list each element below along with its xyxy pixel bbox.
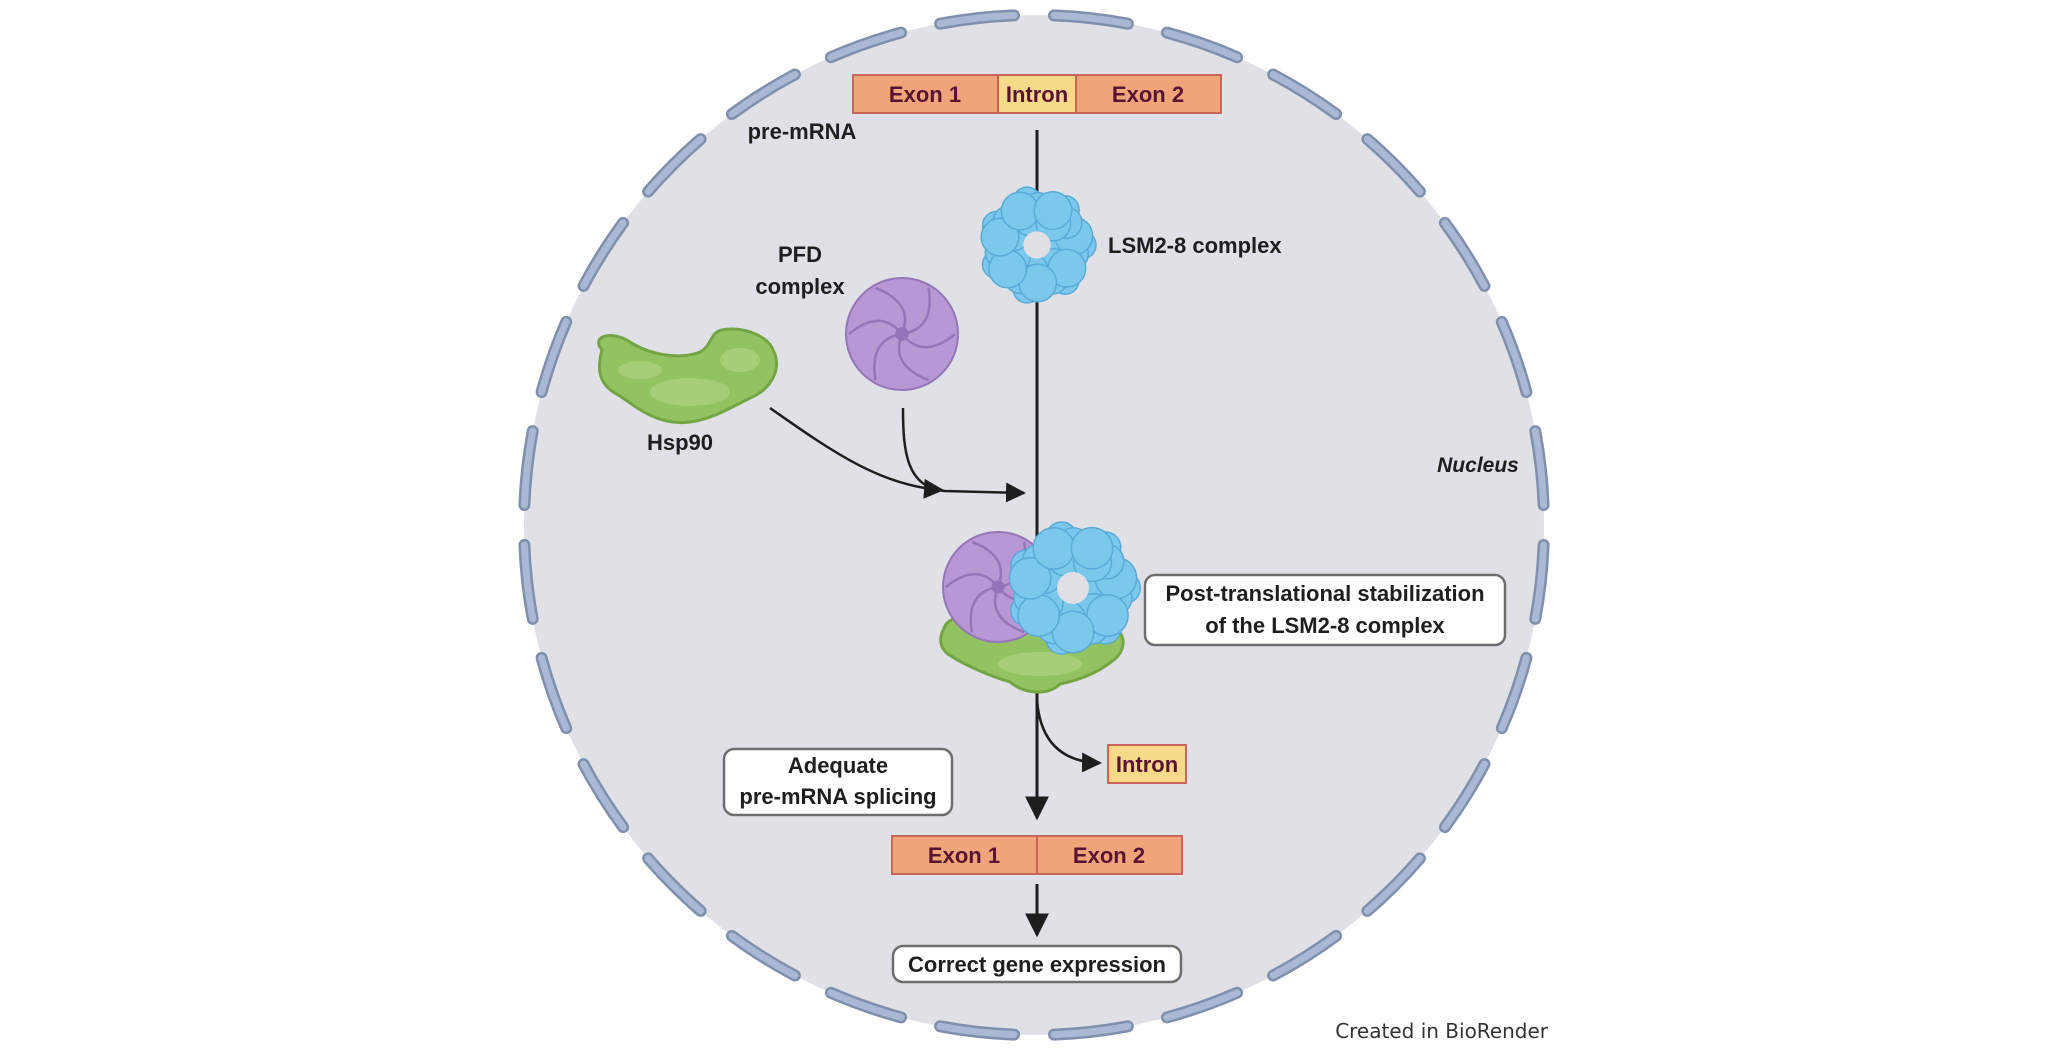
lsm-ring-hole xyxy=(1057,572,1089,604)
stabilization-box xyxy=(1143,573,1507,647)
envelope-segment-fill xyxy=(728,932,799,979)
envelope-segment-fill xyxy=(936,1022,1018,1039)
envelope-segment-fill xyxy=(580,219,627,290)
assembled-lsm2-8-icon xyxy=(1008,521,1142,655)
envelope-segment-fill xyxy=(1269,71,1340,118)
lsm-subunit-blob xyxy=(1017,594,1061,637)
splicing-text-line2: pre-mRNA splicing xyxy=(739,784,936,809)
envelope-segment-fill xyxy=(827,29,905,61)
hsp90-icon xyxy=(597,327,778,425)
envelope-segment-fill xyxy=(827,989,905,1021)
envelope-segment-fill xyxy=(1531,427,1548,509)
pre-mrna-label: pre-mRNA xyxy=(748,119,857,144)
envelope-segment-fill xyxy=(1269,932,1340,979)
expression-text: Correct gene expression xyxy=(908,952,1166,977)
pfd-arrow xyxy=(901,407,1026,503)
envelope-segment-fill xyxy=(1531,541,1548,623)
pre-mrna-intron-label: Intron xyxy=(1006,82,1068,107)
released-intron xyxy=(1107,744,1187,784)
credit-text: Created in BioRender xyxy=(1335,1019,1549,1043)
envelope-segment-fill xyxy=(520,427,537,509)
envelope-segment-fill xyxy=(936,11,1018,28)
mrna-exon1 xyxy=(891,835,1038,875)
expression-box xyxy=(891,944,1183,984)
pre-mrna-exon1-label: Exon 1 xyxy=(889,82,961,107)
envelope-segment-fill xyxy=(1441,760,1488,831)
envelope-segment-fill xyxy=(580,760,627,831)
envelope-segment-fill xyxy=(1363,854,1424,915)
envelope-segment-fill xyxy=(1498,318,1530,396)
envelope-segment-fill xyxy=(1498,654,1530,732)
assembled-complex-icon xyxy=(939,521,1142,694)
stabilization-text-line2: of the LSM2-8 complex xyxy=(1205,613,1445,638)
pre-mrna-exon1 xyxy=(852,74,999,114)
nucleus-label: Nucleus xyxy=(1437,454,1519,477)
envelope-segment-fill xyxy=(728,71,799,118)
envelope-segment-fill xyxy=(1441,219,1488,290)
mrna-exon2 xyxy=(1036,835,1183,875)
pfd-complex-label-line2: complex xyxy=(755,274,845,299)
envelope-segment-fill xyxy=(1163,989,1241,1021)
pfd-core xyxy=(991,580,1005,594)
pfd-complex-icon xyxy=(845,277,959,391)
lsm-subunit-blob xyxy=(1070,526,1114,570)
lsm2-8-complex-label: LSM2-8 complex xyxy=(1108,233,1282,258)
envelope-segment-fill xyxy=(538,318,570,396)
intron-release-arrow xyxy=(1035,699,1102,773)
lsm-subunit-blob xyxy=(1008,556,1052,600)
splicing-text-line1: Adequate xyxy=(788,753,888,778)
pfd-complex-label-line1: PFD xyxy=(778,242,822,267)
stabilization-text-line1: Post-translational stabilization xyxy=(1165,581,1484,606)
lsm-subunit-blob xyxy=(1032,526,1076,570)
hsp90-arrow xyxy=(769,406,944,499)
pre-mrna: Exon 1 Intron Exon 2 xyxy=(852,74,1222,114)
nuclear-envelope xyxy=(518,9,1550,1041)
lsm-subunit-blob xyxy=(1033,191,1073,231)
mature-mrna: Exon 1 Exon 2 xyxy=(891,835,1183,875)
lsm-ring-hole xyxy=(1023,231,1051,259)
lsm2-8-complex-icon xyxy=(980,186,1097,304)
pre-mrna-exon2-label: Exon 2 xyxy=(1112,82,1184,107)
pre-mrna-intron xyxy=(997,74,1077,114)
envelope-segment-fill xyxy=(1050,11,1132,28)
splicing-box xyxy=(722,747,954,817)
envelope-segment-fill xyxy=(1050,1022,1132,1039)
pre-mrna-exon2 xyxy=(1075,74,1222,114)
mrna-exon2-label: Exon 2 xyxy=(1073,843,1145,868)
envelope-segment-fill xyxy=(520,541,537,623)
envelope-segment-fill xyxy=(644,854,705,915)
envelope-segment-fill xyxy=(1363,135,1424,196)
released-intron-label: Intron xyxy=(1116,752,1178,777)
envelope-segment-fill xyxy=(538,654,570,732)
lsm-subunit-blob xyxy=(1000,191,1040,231)
lsm-subunit-blob xyxy=(980,217,1020,257)
envelope-segment-fill xyxy=(1163,29,1241,61)
envelope-segment-fill xyxy=(644,135,705,196)
hsp90-label: Hsp90 xyxy=(647,430,713,455)
pfd-core xyxy=(895,327,909,341)
lsm-subunit-blob xyxy=(1085,593,1129,637)
mrna-exon1-label: Exon 1 xyxy=(928,843,1000,868)
nucleus xyxy=(518,9,1550,1041)
